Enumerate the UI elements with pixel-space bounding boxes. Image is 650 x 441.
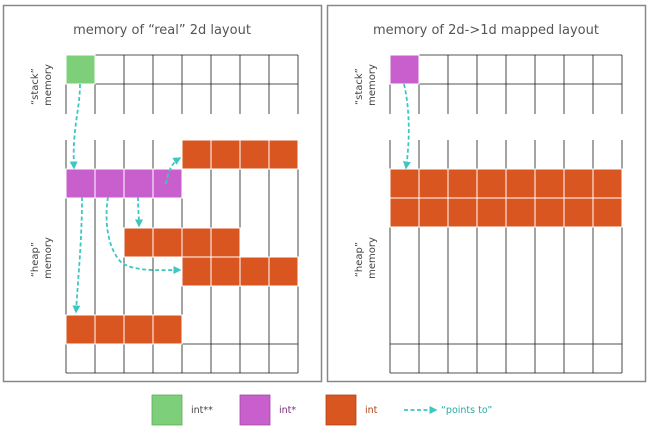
left-int-row3-cell bbox=[152, 314, 183, 345]
legend-swatch-int-p bbox=[239, 394, 271, 426]
right-int-flat-row1-cell bbox=[418, 197, 449, 228]
right-stack-label-quote: “stack” bbox=[354, 68, 365, 105]
right-int-flat-row1-cell bbox=[534, 197, 565, 228]
left-int-row2-cell bbox=[239, 256, 270, 287]
left-int-p-cell bbox=[123, 168, 154, 199]
left-int-row1-cell bbox=[123, 227, 154, 258]
right-heap-label: “heap” memory bbox=[354, 237, 378, 279]
legend-label-int: int bbox=[365, 405, 378, 416]
right-int-flat-row1-cell bbox=[447, 197, 478, 228]
right-panel-title: memory of 2d->1d mapped layout bbox=[373, 23, 599, 38]
left-int-row0-cell bbox=[210, 139, 241, 170]
right-int-flat-row0-cell bbox=[592, 168, 623, 199]
right-pointer-arrows bbox=[402, 83, 411, 170]
left-int-row0-cell bbox=[268, 139, 299, 170]
right-int-flat-row0-cell bbox=[534, 168, 565, 199]
left-stack-label-quote: “stack” bbox=[30, 68, 41, 105]
right-int-flat-row0-cell bbox=[418, 168, 449, 199]
legend-label-points-to: “points to” bbox=[441, 405, 492, 416]
left-stack-label: “stack” memory bbox=[30, 64, 54, 106]
left-int-p-cell bbox=[65, 168, 96, 199]
left-int-p-cell bbox=[152, 168, 183, 199]
right-int-flat-row0-cell bbox=[389, 168, 420, 199]
right-int-flat-row1-cell bbox=[563, 197, 594, 228]
right-int-flat-row1-cell bbox=[505, 197, 536, 228]
right-heap-label-quote: “heap” bbox=[354, 242, 365, 277]
arrow-stack-to-rowptrs bbox=[69, 83, 81, 170]
left-panel: memory of “real” 2d layout “stack” memor… bbox=[2, 4, 323, 383]
left-int-row2-cell bbox=[210, 256, 241, 287]
right-int-flat-row1-cell bbox=[476, 197, 507, 228]
left-int-row0-cell bbox=[239, 139, 270, 170]
left-heap-label-quote: “heap” bbox=[30, 242, 41, 277]
arrow-stack-to-flat-block bbox=[402, 83, 411, 170]
legend-label-int-pp: int** bbox=[191, 405, 213, 416]
right-int-flat-row0-cell bbox=[447, 168, 478, 199]
left-int-p-cell bbox=[94, 168, 125, 199]
legend-swatch-int-pp bbox=[151, 394, 183, 426]
left-stack-label-word: memory bbox=[43, 64, 54, 106]
right-panel: memory of 2d->1d mapped layout “stack” m… bbox=[326, 4, 647, 383]
right-int-flat-row0-cell bbox=[505, 168, 536, 199]
right-int-flat-row0-cell bbox=[563, 168, 594, 199]
right-int-flat-row1-cell bbox=[592, 197, 623, 228]
left-int-row0-cell bbox=[181, 139, 212, 170]
left-int-pp-cell bbox=[65, 54, 96, 85]
left-memory-cells bbox=[65, 54, 299, 345]
arrow-rowptr1-to-row2 bbox=[105, 196, 182, 275]
right-heap-label-word: memory bbox=[367, 237, 378, 279]
left-int-row1-cell bbox=[181, 227, 212, 258]
right-int-p-cell bbox=[389, 54, 420, 85]
arrow-rowptr0-to-row0 bbox=[165, 157, 182, 185]
left-int-row3-cell bbox=[94, 314, 125, 345]
legend: int** int* int “points to” bbox=[151, 394, 492, 426]
legend-label-int-p: int* bbox=[279, 405, 296, 416]
arrow-rowptr2-to-row1 bbox=[134, 196, 143, 228]
left-int-row1-cell bbox=[152, 227, 183, 258]
left-heap-label: “heap” memory bbox=[30, 237, 54, 279]
legend-swatch-int bbox=[325, 394, 357, 426]
right-int-flat-row0-cell bbox=[476, 168, 507, 199]
right-stack-label-word: memory bbox=[367, 64, 378, 106]
left-int-row2-cell bbox=[268, 256, 299, 287]
left-int-row2-cell bbox=[181, 256, 212, 287]
right-stack-label: “stack” memory bbox=[354, 64, 378, 106]
arrow-rowptr0-to-row3 bbox=[72, 196, 83, 314]
left-heap-label-word: memory bbox=[43, 237, 54, 279]
right-int-flat-row1-cell bbox=[389, 197, 420, 228]
left-int-row3-cell bbox=[65, 314, 96, 345]
right-memory-cells bbox=[389, 54, 623, 228]
left-int-row3-cell bbox=[123, 314, 154, 345]
left-panel-title: memory of “real” 2d layout bbox=[73, 23, 251, 38]
left-pointer-arrows bbox=[69, 83, 182, 314]
left-int-row1-cell bbox=[210, 227, 241, 258]
